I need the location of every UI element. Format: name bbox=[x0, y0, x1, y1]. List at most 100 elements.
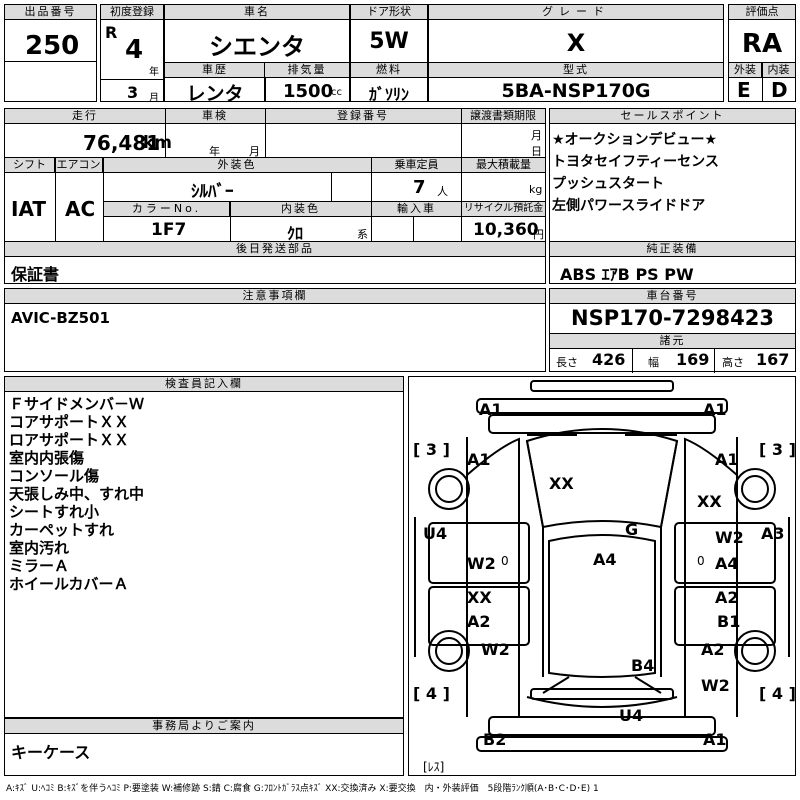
inspector-note: 室内内張傷 bbox=[9, 449, 85, 467]
width-label: 幅 bbox=[648, 356, 659, 369]
later-parts-label: 後日発送部品 bbox=[5, 242, 545, 257]
mark-fender-fr: A1 bbox=[715, 450, 739, 469]
era: R bbox=[105, 23, 118, 42]
chassis-number: NSP170-7298423 bbox=[571, 306, 774, 330]
car-name: シエンタ bbox=[209, 33, 305, 61]
mark-side-l: U4 bbox=[423, 524, 447, 543]
history-box: 車歴 レンタ bbox=[164, 62, 266, 105]
model-box: 型式 5BA-NSP170G bbox=[428, 62, 724, 102]
notes-box: 注意事項欄 AVIC-BZ501 bbox=[4, 288, 546, 372]
ext-label: 外装 bbox=[729, 63, 762, 78]
import-label: 輸入車 bbox=[372, 202, 461, 217]
aircon: AC bbox=[65, 197, 96, 221]
inspector-note: コアサポートＸＸ bbox=[9, 413, 130, 431]
history: レンタ bbox=[186, 83, 244, 105]
inspector-note: カーペットすれ bbox=[9, 521, 115, 539]
kg-unit: kg bbox=[529, 183, 543, 196]
mark-door-rr2: B1 bbox=[717, 612, 740, 631]
int-color-unit: 系 bbox=[357, 228, 368, 241]
mark-front-r: A1 bbox=[703, 400, 727, 419]
mark-zero: 0 bbox=[501, 554, 509, 568]
capacity-label: 乗車定員 bbox=[371, 158, 461, 173]
displacement-label: 排気量 bbox=[265, 63, 349, 78]
recycle-label: リサイクル預託金 bbox=[462, 202, 545, 217]
les-label: [ﾚｽ] bbox=[423, 760, 444, 774]
score: RA bbox=[741, 29, 783, 59]
lot-label: 出品番号 bbox=[5, 5, 96, 20]
mark-door-fr: W2 bbox=[715, 528, 744, 547]
mark-roof: A4 bbox=[593, 550, 617, 569]
mark-door-rr: A2 bbox=[715, 588, 739, 607]
inspector-box: 検査員記入欄 Ｆサイドメンバ－Ｗ コアサポートＸＸ ロアサポートＸＸ 室内内張傷… bbox=[4, 376, 404, 718]
sales-point-2: トヨタセイフティーセンス bbox=[552, 154, 719, 170]
month-unit: 月 bbox=[149, 93, 159, 104]
mileage: 76,481 bbox=[83, 131, 161, 155]
capacity: 7 bbox=[413, 177, 426, 198]
sales-points-box: セールスポイント ★オークションデビュー★ トヨタセイフティーセンス プッシュス… bbox=[549, 108, 796, 284]
door-box: ドア形状 5W bbox=[350, 4, 428, 64]
grade-box: グレード X bbox=[428, 4, 724, 64]
int-color: ｸﾛ bbox=[287, 224, 304, 243]
displacement-box: 排気量 1500 cc bbox=[264, 62, 350, 102]
length: 426 bbox=[592, 350, 626, 369]
km-unit: km bbox=[143, 133, 173, 153]
transfer-month-unit: 月 bbox=[531, 129, 542, 142]
color-no-label: カラーNo. bbox=[104, 202, 230, 217]
inspection-label: 車検 bbox=[165, 109, 265, 124]
car-name-label: 車名 bbox=[165, 5, 349, 20]
inspector-label: 検査員記入欄 bbox=[5, 377, 403, 392]
first-reg-label: 初度登録 bbox=[101, 5, 163, 20]
cc-unit: cc bbox=[331, 87, 342, 98]
reg-month: 3 bbox=[127, 83, 139, 102]
insp-month-unit: 月 bbox=[249, 145, 260, 158]
ext-score: E bbox=[737, 78, 751, 102]
later-parts: 保証書 bbox=[11, 265, 60, 284]
ext-color: ｼﾙﾊﾞｰ bbox=[191, 182, 234, 202]
first-reg-box: 初度登録 R 4 年 3 月 bbox=[100, 4, 164, 104]
score-box: 評価点 RA bbox=[728, 4, 796, 64]
corner-rl: [ 4 ] bbox=[413, 684, 450, 703]
inspector-note: ホイールカバーＡ bbox=[9, 575, 129, 593]
equipment-label: 純正装備 bbox=[550, 242, 795, 257]
equipment: ABS ｴｱB PS PW bbox=[560, 265, 694, 284]
max-load-label: 最大積載量 bbox=[461, 158, 545, 173]
fuel: ｶﾞｿﾘﾝ bbox=[368, 85, 409, 104]
model-code: 5BA-NSP170G bbox=[501, 80, 651, 102]
ext-color-label: 外装色 bbox=[103, 158, 371, 173]
length-label: 長さ bbox=[556, 356, 578, 369]
height: 167 bbox=[756, 350, 790, 369]
door-type: 5W bbox=[369, 29, 409, 54]
car-outline: A1 A1 [ 3 ] [ 3 ] A1 A1 XX XX G U4 A3 W2… bbox=[413, 380, 795, 774]
info-block: 走行 車検 登録番号 譲渡書類期限 76,481 km 年 月 月 日 シフト … bbox=[4, 108, 546, 284]
mark-qtr-r: A2 bbox=[701, 640, 725, 659]
fuel-label: 燃料 bbox=[351, 63, 427, 78]
recycle: 10,360 bbox=[473, 220, 539, 240]
year-unit: 年 bbox=[149, 67, 159, 78]
mark-zero: 0 bbox=[697, 554, 705, 568]
corner-fr: [ 3 ] bbox=[759, 440, 795, 459]
insp-year-unit: 年 bbox=[209, 145, 220, 158]
mark-door-rl2: A2 bbox=[467, 612, 491, 631]
int-label: 内装 bbox=[762, 63, 795, 78]
mark-qtr-r2: W2 bbox=[701, 676, 730, 695]
color-no: 1F7 bbox=[151, 220, 187, 240]
sales-point-3: プッシュスタート bbox=[552, 176, 664, 192]
ext-int-box: 外装 内装 E D bbox=[728, 62, 796, 102]
damage-diagram: A1 A1 [ 3 ] [ 3 ] A1 A1 XX XX G U4 A3 W2… bbox=[408, 376, 796, 776]
inspector-note: シートすれ小 bbox=[9, 503, 100, 521]
grade: X bbox=[566, 29, 586, 57]
mark-rear-l: B2 bbox=[483, 730, 506, 749]
inspector-note: ロアサポートＸＸ bbox=[9, 431, 130, 449]
office-label: 事務局よりご案内 bbox=[5, 719, 403, 734]
int-score: D bbox=[771, 78, 788, 102]
lot-number: 250 bbox=[25, 31, 80, 61]
mark-rear-r: A1 bbox=[703, 730, 727, 749]
mark-door-rl: XX bbox=[467, 588, 492, 607]
sales-point-1: ★オークションデビュー★ bbox=[552, 132, 718, 148]
inspector-note: ミラーＡ bbox=[9, 557, 70, 575]
width: 169 bbox=[676, 350, 710, 369]
office-note: キーケース bbox=[11, 743, 91, 762]
chassis-box: 車台番号 NSP170-7298423 諸元 長さ 426 幅 169 高さ 1… bbox=[549, 288, 796, 373]
shift-label: シフト bbox=[5, 158, 55, 173]
aircon-label: エアコン bbox=[55, 158, 103, 173]
